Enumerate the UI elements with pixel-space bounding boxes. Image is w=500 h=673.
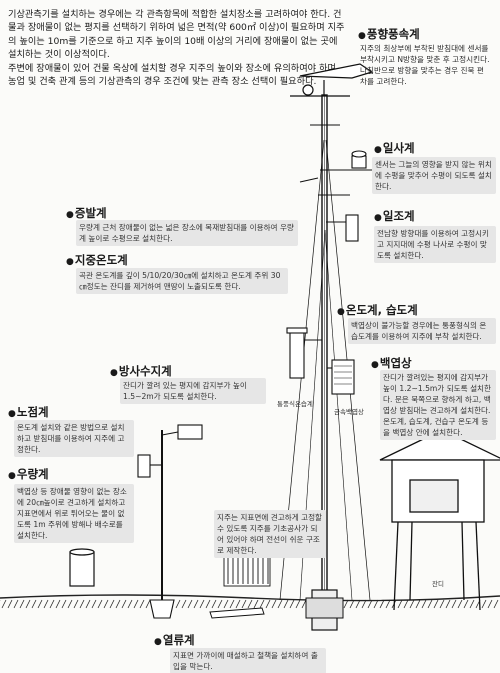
wind-title: ●풍향풍속계 [358,27,420,41]
wind-desc: 지주의 최상부에 부착된 받침대에 센서를 부착시키고 N방향을 맞춘 후 고정… [360,44,490,86]
duration-title: ●일조계 [374,209,415,223]
soil-desc: 곡관 온도계를 깊이 5/10/20/30㎝에 설치하고 온도계 주위 30㎝정… [76,268,288,294]
radiation-desc: 잔디가 깔려 있는 평지에 감지부가 높이 1.5~2m가 되도록 설치한다. [120,378,266,404]
evap-desc: 우량계 근처 장애물이 없는 넓은 장소에 목재받침대를 이용하여 우량계 높이… [76,220,298,246]
radiation-pole [137,424,203,619]
main-pole [279,94,371,631]
temp-desc: 백엽상이 불가능할 경우에는 통풍형식의 온습도계를 이용하여 지주에 부착 설… [348,318,496,344]
dew-desc: 온도계 설치와 같은 방법으로 설치하고 받침대를 이용하여 지주에 고정한다. [14,420,134,457]
radiation-title: ●방사수지계 [110,364,172,378]
soil-title: ●지중온도계 [66,253,128,267]
shelter-desc: 잔디가 깔려있는 평지에 감지부가 높이 1.2~1.5m가 되도록 설치한다.… [380,370,496,440]
evap-title: ●증발계 [66,206,107,220]
sunshine-title: ●일사계 [374,141,415,155]
grass-label: 잔디 [432,580,444,588]
shelter-title: ●백엽상 [371,356,412,370]
aspirated-label: 통풍식온습계 [277,400,313,408]
ground-strip [0,594,500,609]
intro-paragraph-2: 주변에 장애물이 있어 건물 옥상에 설치할 경우 지주의 높이와 장소에 유의… [8,62,339,88]
dew-title: ●노점계 [8,405,49,419]
intro-text: 기상관측기를 설치하는 경우에는 각 관측항목에 적합한 설치장소를 고려하여야… [8,8,348,88]
crossarm-upper [299,124,372,242]
shelter-box [379,429,500,611]
pole-desc: 지주는 지표면에 견고하게 고정할 수 있도록 지주를 기초공사가 되어 있어야… [214,510,326,558]
soil-board [209,607,265,619]
rain-desc: 백엽상 등 장애물 영향이 없는 장소에 20㎝높이로 견고하게 설치하고 지표… [14,484,134,543]
rain-title: ●우량계 [8,467,49,481]
aspirated-sensor [286,327,355,395]
rain-gauge [69,548,95,587]
radiator [223,555,271,587]
temp-title: ●온도계, 습도계 [337,303,418,317]
duration-desc: 전남향 방향대를 이용하여 고정시키고 지지대에 수평 나사로 수평이 맞도록 … [374,226,496,263]
wind-vane [290,63,374,97]
intro-paragraph-1: 기상관측기를 설치하는 경우에는 각 관측항목에 적합한 설치장소를 고려하여야… [8,9,345,61]
metal-shelter-label: 금속백엽상 [334,408,364,416]
ground-desc: 지표면 가까이에 매설하고 철책을 설치하여 출입을 막는다. [170,648,326,673]
ground-title: ●열류계 [154,633,195,647]
sunshine-desc: 센서는 그늘의 영향을 받지 않는 위치에 수평을 맞추어 수평이 되도록 설치… [372,157,496,194]
